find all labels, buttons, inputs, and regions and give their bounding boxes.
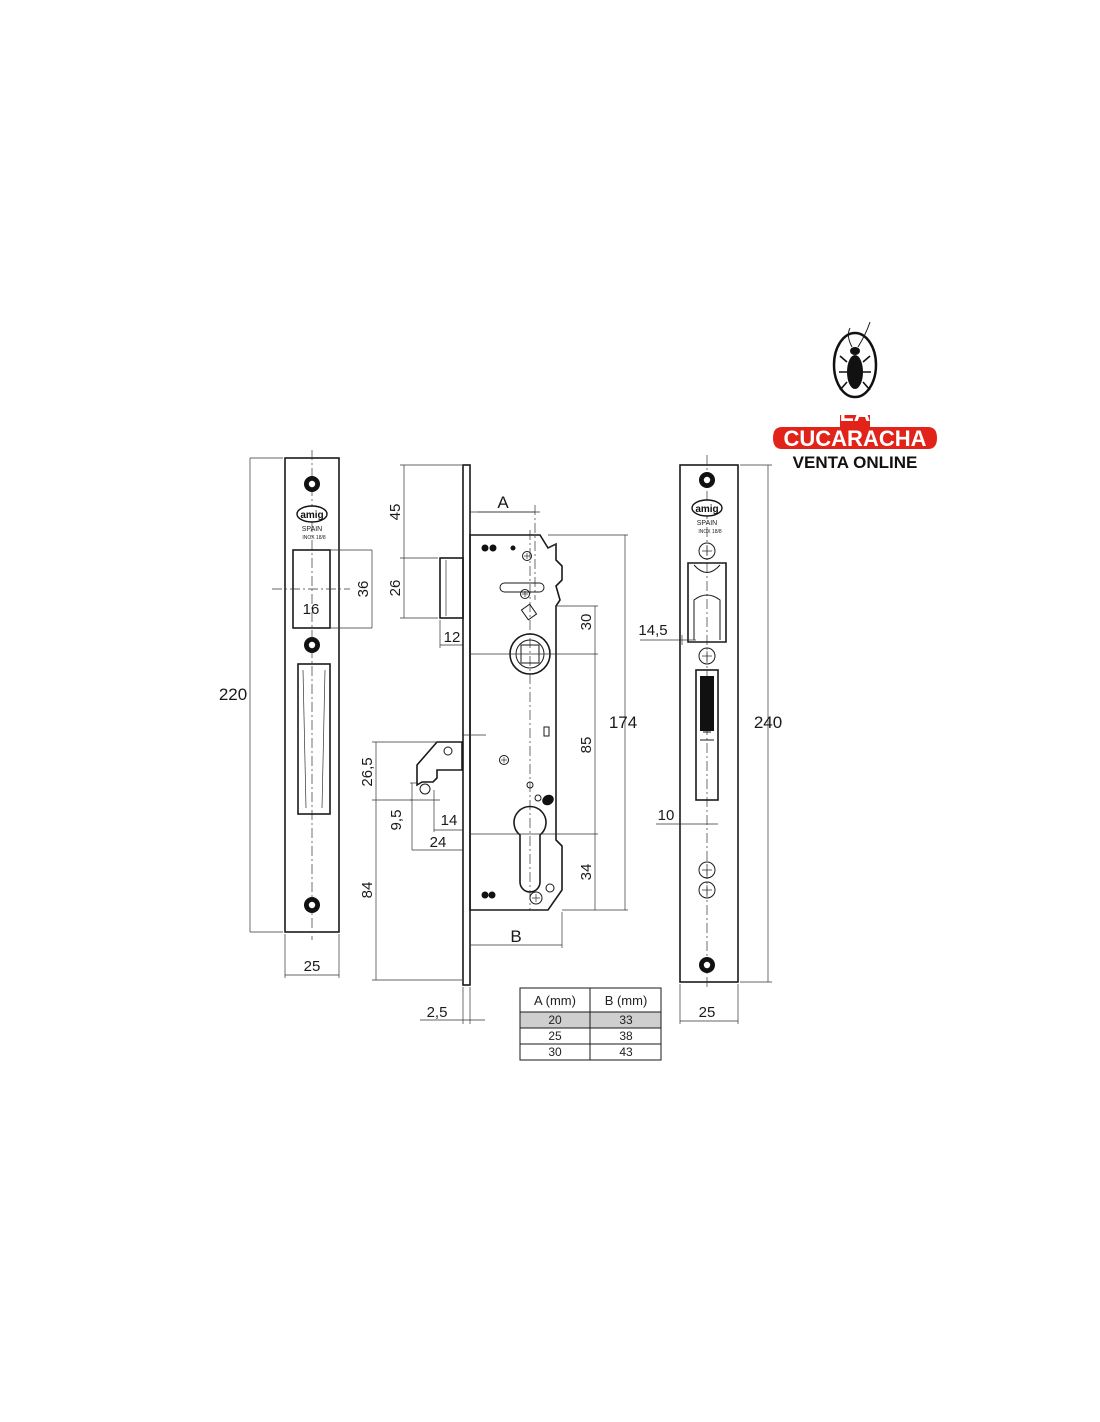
left-opening-width-dim: 16	[303, 601, 320, 618]
latch-height-dim: 26	[387, 580, 404, 597]
dim-a-label: A	[497, 493, 509, 512]
dimension-table: A (mm) B (mm) 20 33 25 38 30 43	[519, 987, 662, 1061]
table-cell: 25	[548, 1029, 562, 1043]
plate-thickness-dim: 2,5	[427, 1004, 448, 1021]
table-cell: 20	[548, 1013, 562, 1027]
cockroach-icon	[832, 321, 878, 399]
brand-logo: LA CUCARACHA VENTA ONLINE	[773, 321, 937, 472]
spindle-to-cylinder-dim: 85	[578, 737, 595, 754]
table-header-a: A (mm)	[534, 993, 576, 1008]
table-header-b: B (mm)	[605, 993, 648, 1008]
left-origin-label: SPAIN	[302, 526, 323, 533]
svg-text:amig: amig	[300, 510, 323, 521]
hook-width-14-dim: 14	[441, 812, 458, 829]
latch-projection-dim: 12	[444, 629, 461, 646]
left-width-dim: 25	[304, 958, 321, 975]
dim-b-label: B	[510, 927, 521, 946]
hook-width-24-dim: 24	[430, 834, 447, 851]
hook-height-dim: 26,5	[359, 757, 376, 786]
brand-line-venta-online: VENTA ONLINE	[793, 453, 918, 472]
table-cell: 30	[548, 1045, 562, 1059]
spindle-offset-dim: 30	[578, 614, 595, 631]
table-cell: 33	[619, 1013, 633, 1027]
right-height-dim: 240	[754, 713, 782, 732]
hook-tip-dim: 9,5	[388, 810, 405, 831]
table-cell: 43	[619, 1045, 633, 1059]
left-opening-height-dim: 36	[355, 581, 372, 598]
brand-line-la: LA	[840, 400, 871, 426]
hook-from-bottom-dim: 84	[359, 882, 376, 899]
right-slot-width-dim: 10	[658, 807, 675, 824]
right-origin-label: SPAIN	[697, 520, 718, 527]
right-faceplate: amig SPAIN INOX 18/8 14,5 10 240 25	[638, 455, 782, 1024]
right-material-label: INOX 18/8	[698, 529, 722, 535]
svg-text:amig: amig	[695, 504, 718, 515]
left-faceplate: amig SPAIN INOX 18/8 220 36 16 25	[219, 450, 373, 978]
right-opening-width-dim: 14,5	[638, 622, 667, 639]
brand-line-cucaracha: CUCARACHA	[784, 426, 927, 451]
right-width-dim: 25	[699, 1004, 716, 1021]
lock-body: 45 26 12 A 30 85 34 174 B 26,5	[359, 464, 637, 1024]
amig-logo-right: amig	[691, 499, 723, 517]
left-height-dim: 220	[219, 685, 247, 704]
table-cell: 38	[619, 1029, 633, 1043]
top-offset-dim: 45	[387, 504, 404, 521]
cylinder-to-bottom-dim: 34	[578, 864, 595, 881]
body-height-dim: 174	[609, 713, 637, 732]
amig-logo-left: amig	[296, 505, 328, 523]
left-material-label: INOX 18/8	[302, 535, 326, 541]
